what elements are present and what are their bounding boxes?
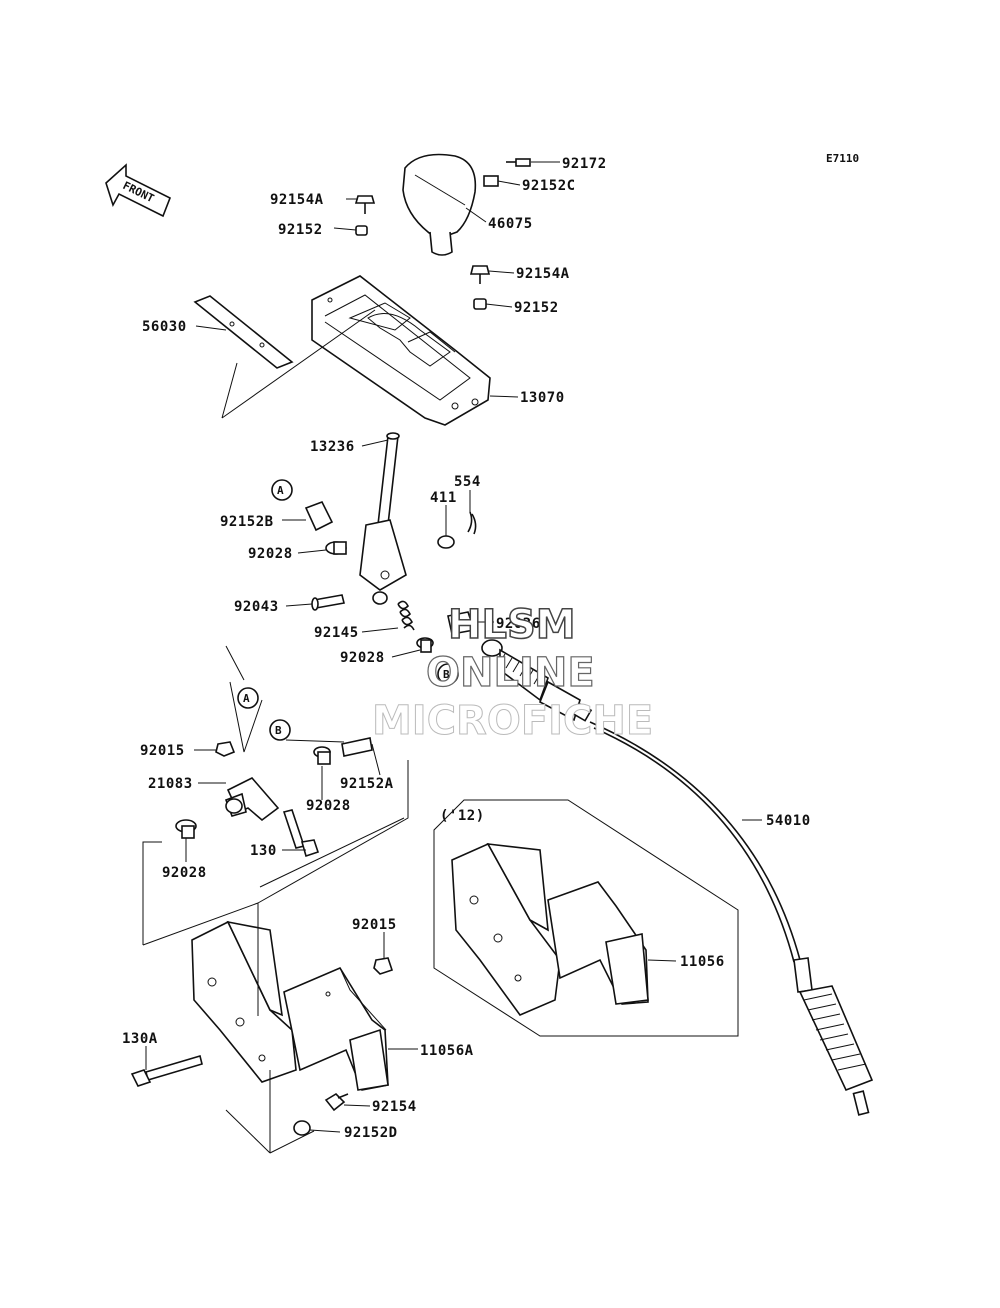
leader-lines: [145, 161, 762, 1133]
shift-knob: [402, 153, 477, 256]
label-56030: 56030: [142, 319, 187, 335]
bushing-92028-d-icon: [175, 819, 197, 839]
label-46075: 46075: [488, 216, 533, 232]
label-year-note: ('12): [440, 808, 485, 824]
label-92015-b: 92015: [352, 917, 397, 933]
svg-text:A: A: [277, 484, 284, 497]
bolt-92154-icon: [324, 1092, 349, 1112]
label-54010: 54010: [766, 813, 811, 829]
callout-a-top: A: [271, 479, 293, 501]
label-130: 130: [250, 843, 277, 859]
label-21083: 21083: [148, 776, 193, 792]
washer-92152d-icon: [293, 1120, 311, 1136]
label-92015-a: 92015: [140, 743, 185, 759]
collar-icon: [372, 591, 388, 605]
callout-b-lower: B: [269, 719, 291, 741]
label-92152c: 92152C: [522, 178, 576, 194]
label-92043: 92043: [234, 599, 279, 615]
label-92145: 92145: [314, 625, 359, 641]
label-92154a-right: 92154A: [516, 266, 570, 282]
collar-92152c-icon: [483, 175, 499, 187]
label-92152-right: 92152: [514, 300, 559, 316]
spring-92145-icon: [397, 600, 415, 631]
label-92154: 92154: [372, 1099, 417, 1115]
pin-92152a-icon: [341, 737, 373, 757]
collar-92152-right-icon: [473, 298, 487, 310]
nut-92015-b-icon: [373, 957, 394, 975]
shift-lever: [359, 432, 407, 591]
label-92152a: 92152A: [340, 776, 394, 792]
bolt-92172-icon: [506, 158, 531, 167]
label-92172: 92172: [562, 156, 607, 172]
callout-b-mid: B: [437, 663, 459, 685]
watermark-line1: HLSM: [448, 602, 576, 648]
pin-92152b-icon: [304, 500, 334, 532]
front-arrow-icon: FRONT: [105, 163, 172, 218]
label-554: 554: [454, 474, 481, 490]
mount-bracket-11056: [451, 842, 649, 1016]
bolt-130a-icon: [130, 1054, 203, 1087]
watermark-line2: ONLINE: [426, 650, 595, 696]
label-92152d: 92152D: [344, 1125, 398, 1141]
label-92028-b: 92028: [340, 650, 385, 666]
clip-554-icon: [467, 511, 477, 535]
mount-bracket-11056a: [191, 920, 389, 1091]
label-13236: 13236: [310, 439, 355, 455]
bushing-92028-a-icon: [325, 541, 347, 555]
svg-text:A: A: [243, 692, 250, 705]
watermark-line3: MICROFICHE: [372, 698, 653, 744]
shift-cable: [481, 639, 874, 1116]
collar-92152-left-icon: [355, 225, 368, 236]
callout-a-lower: A: [237, 687, 259, 709]
bracket-plate-56030: [193, 295, 294, 369]
svg-text:B: B: [275, 724, 282, 737]
diagram-id: E7110: [826, 152, 859, 165]
year-box-12: [433, 799, 739, 1037]
washer-411-icon: [437, 535, 455, 549]
label-411: 411: [430, 490, 457, 506]
plate-92026-icon: [447, 611, 476, 635]
label-13070: 13070: [520, 390, 565, 406]
bolt-92154a-left-icon: [354, 195, 376, 214]
part-labels: 92172 92152C 92154A 46075 92152 92154A 9…: [122, 156, 811, 1141]
label-11056a: 11056A: [420, 1043, 474, 1059]
watermark: HLSM ONLINE MICROFICHE: [372, 601, 654, 744]
bolt-130-icon: [282, 809, 320, 858]
bushing-92028-b-icon: [416, 637, 434, 653]
label-92152-left: 92152: [278, 222, 323, 238]
bushing-92028-c-icon: [313, 746, 331, 765]
label-92152b: 92152B: [220, 514, 274, 530]
pin-92043-icon: [311, 594, 345, 611]
label-92026: 92026: [496, 616, 541, 632]
lever-bracket-21083: [224, 777, 280, 822]
label-92028-c: 92028: [306, 798, 351, 814]
svg-text:B: B: [443, 668, 450, 681]
bolt-92154a-right-icon: [469, 265, 491, 284]
label-92028-a: 92028: [248, 546, 293, 562]
label-11056: 11056: [680, 954, 725, 970]
shift-console: [311, 275, 491, 426]
label-92154a-top: 92154A: [270, 192, 324, 208]
nut-92015-a-icon: [215, 741, 236, 757]
label-92028-d: 92028: [162, 865, 207, 881]
label-130a: 130A: [122, 1031, 158, 1047]
